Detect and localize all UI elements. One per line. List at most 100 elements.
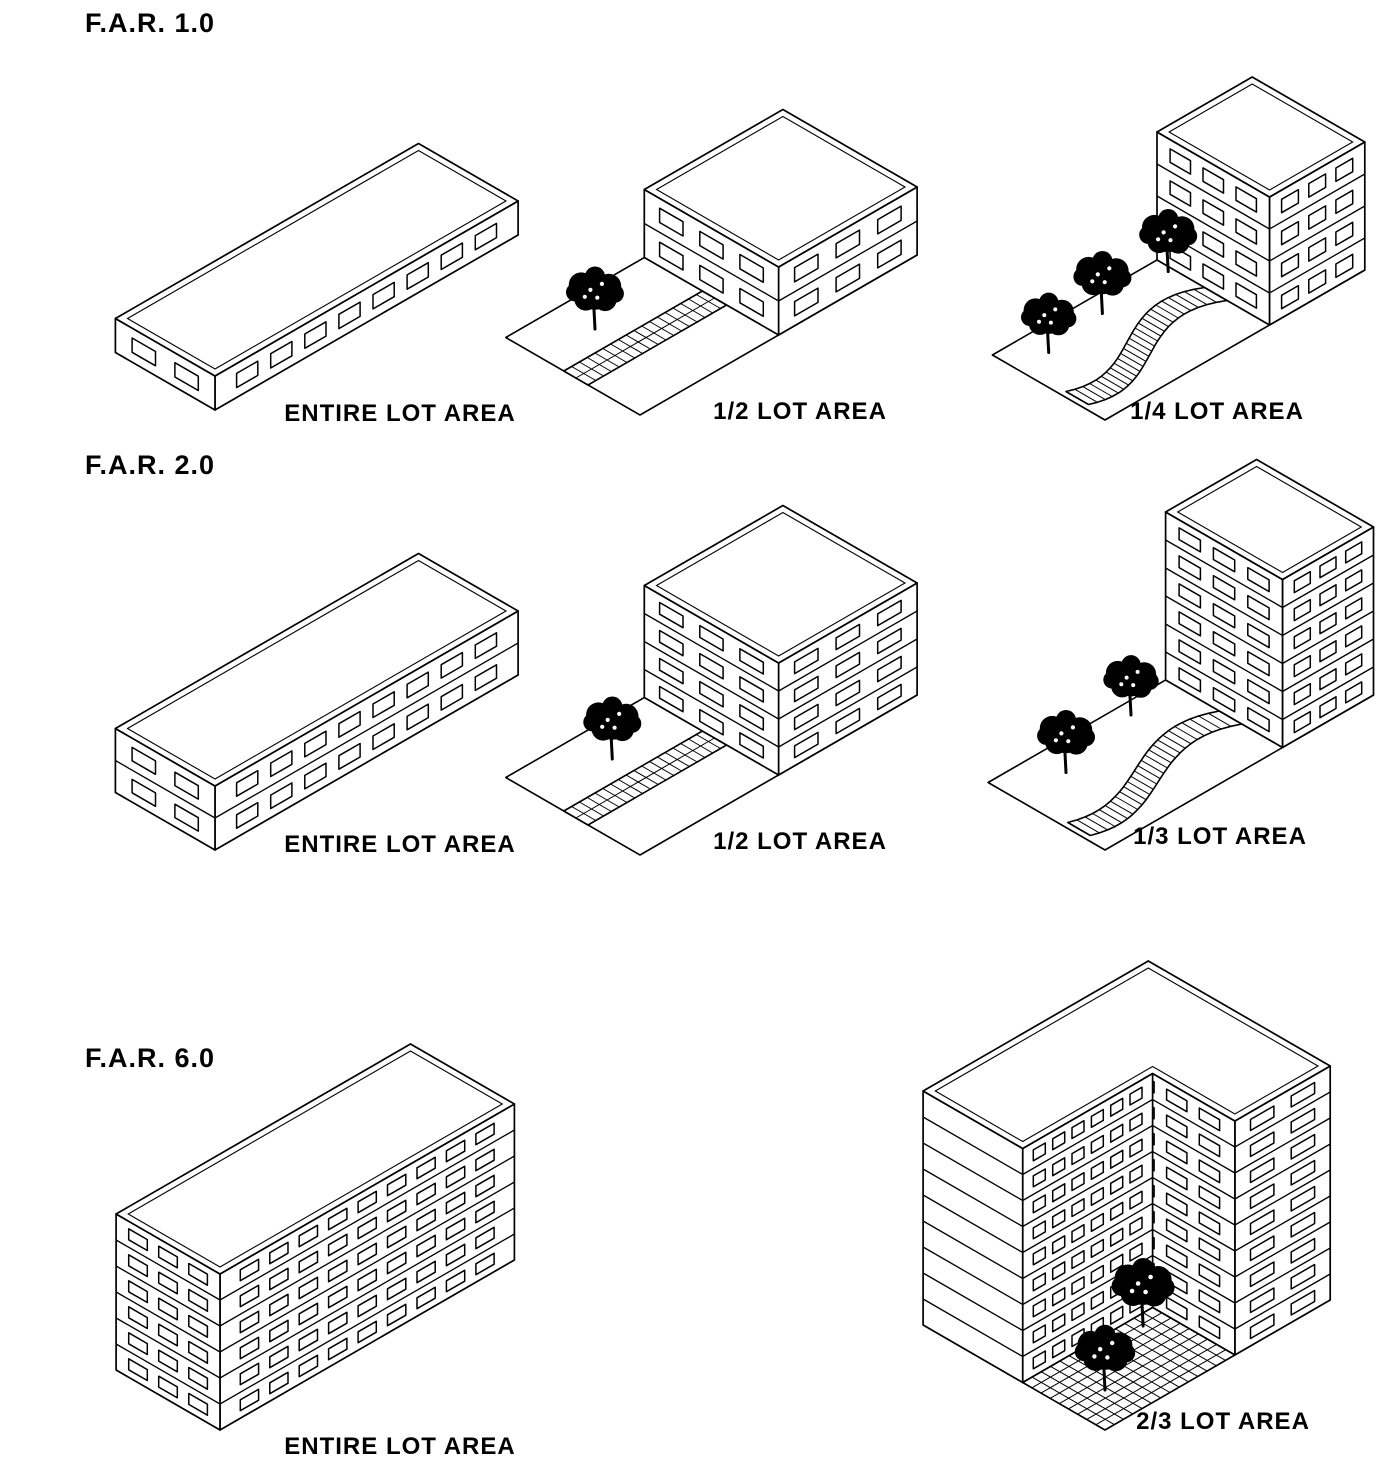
window [304, 762, 327, 790]
window [1032, 1220, 1047, 1240]
window [445, 1217, 466, 1241]
window [1290, 1081, 1316, 1108]
window [1319, 668, 1337, 691]
figure-far2-entire-lot: ENTIRE LOT AREA [55, 505, 530, 860]
window [157, 1297, 179, 1321]
window [1212, 630, 1236, 657]
window [1109, 1097, 1124, 1117]
window [235, 360, 259, 389]
window [1319, 696, 1337, 719]
window [1169, 180, 1192, 207]
window [386, 1225, 407, 1249]
figure-far2-half-lot: 1/2 LOT AREA [505, 500, 945, 860]
window [793, 253, 819, 283]
window [440, 242, 464, 271]
window [1032, 1324, 1047, 1344]
window [835, 651, 861, 679]
window [372, 281, 395, 310]
building-roof [643, 504, 918, 664]
building-roof [1156, 76, 1366, 198]
window [1129, 1138, 1143, 1158]
far1-entire-lot-drawing [114, 142, 519, 411]
window [1290, 1289, 1316, 1316]
window [474, 222, 498, 251]
window [1129, 1112, 1143, 1132]
window [793, 731, 819, 759]
window [157, 1271, 179, 1295]
window [1280, 220, 1300, 246]
window [386, 1199, 407, 1223]
isometric-scene [505, 504, 918, 856]
window [699, 652, 724, 680]
far6-twothirds-lot-drawing [922, 960, 1332, 1431]
window [475, 1148, 495, 1172]
window [372, 723, 395, 751]
building [643, 504, 918, 776]
window [1335, 221, 1354, 247]
window [1247, 622, 1270, 649]
window [658, 601, 684, 629]
window [1319, 556, 1337, 579]
window [1280, 188, 1300, 214]
window [1109, 1305, 1124, 1325]
window [1178, 667, 1202, 693]
building [922, 1072, 1154, 1384]
figure-caption: 1/2 LOT AREA [713, 828, 887, 855]
window [327, 1259, 348, 1283]
far-6-label: F.A.R. 6.0 [85, 1043, 216, 1073]
tree [1111, 1258, 1175, 1328]
window [445, 1243, 466, 1267]
window [131, 337, 157, 367]
window [157, 1245, 179, 1269]
tree [566, 266, 624, 331]
window [1290, 1107, 1316, 1134]
roof-parapet [126, 149, 508, 370]
window [157, 1323, 179, 1347]
window [188, 1314, 209, 1338]
window [1247, 706, 1270, 733]
window [658, 685, 684, 713]
tree [1021, 292, 1077, 354]
window [835, 229, 861, 259]
building-roof [643, 108, 918, 268]
window [475, 1252, 495, 1276]
figure-caption: 2/3 LOT AREA [1136, 1408, 1310, 1435]
window [1335, 157, 1354, 183]
window [298, 1354, 319, 1378]
window [1247, 566, 1270, 593]
window [475, 1174, 495, 1198]
window [1293, 654, 1312, 678]
window [127, 1228, 149, 1252]
far1-half-lot-drawing [505, 108, 918, 416]
window [1235, 218, 1258, 245]
window [474, 664, 498, 692]
window [1198, 1211, 1221, 1236]
window [298, 1276, 319, 1300]
isometric-scene [505, 108, 918, 416]
window [416, 1182, 436, 1206]
window [157, 1349, 179, 1373]
window [739, 676, 765, 703]
window [174, 771, 200, 800]
window [1202, 167, 1225, 194]
window [131, 778, 157, 808]
window [1290, 1263, 1316, 1290]
window [1071, 1249, 1085, 1270]
window [1032, 1168, 1047, 1188]
building [114, 142, 519, 411]
window [739, 704, 765, 731]
window [1071, 1223, 1085, 1244]
window [1071, 1145, 1085, 1166]
window [835, 623, 861, 651]
figure-far1-half-lot: 1/2 LOT AREA [505, 80, 945, 425]
window [793, 703, 819, 731]
window [835, 679, 861, 707]
window [416, 1208, 436, 1232]
building [114, 552, 519, 851]
window [416, 1234, 436, 1258]
window [239, 1336, 260, 1360]
window [1090, 1186, 1105, 1207]
window [1198, 1263, 1221, 1288]
window [1308, 205, 1327, 230]
